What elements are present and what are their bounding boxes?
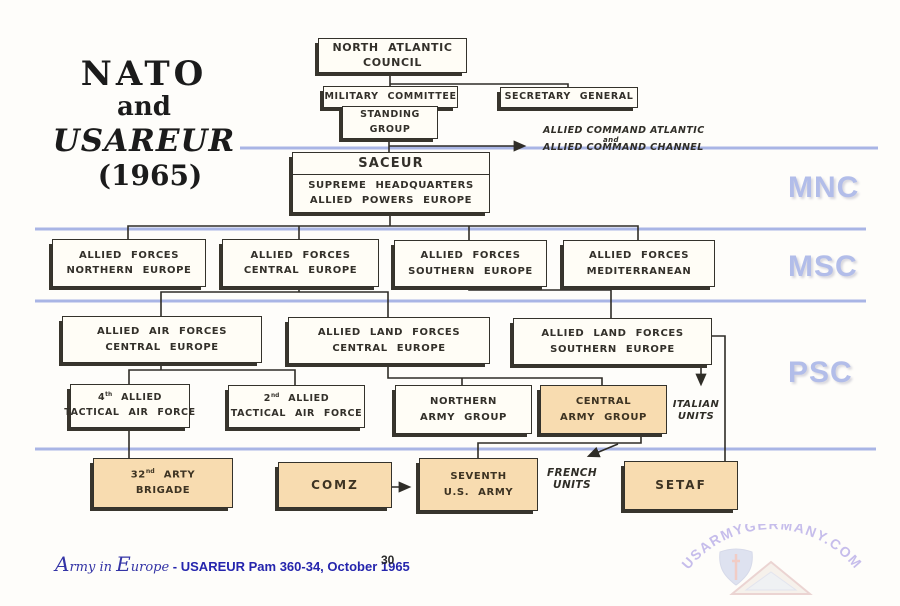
box-2nd-allied-tactical-air-force: 2nd ALLIED TACTICAL AIR FORCE bbox=[228, 385, 365, 428]
box-allied-forces-northern-europe: ALLIED FORCES NORTHERN EUROPE bbox=[52, 239, 206, 287]
box-saceur: SACEUR SUPREME HEADQUARTERS ALLIED POWER… bbox=[292, 152, 490, 213]
annotation-allied-command: ALLIED COMMAND ATLANTIC and ALLIED COMMA… bbox=[543, 125, 705, 154]
box-32nd-arty-brigade: 32nd ARTY BRIGADE bbox=[93, 458, 233, 508]
seventh-army-triangle-logo bbox=[729, 560, 813, 595]
box-allied-land-forces-central-europe: ALLIED LAND FORCES CENTRAL EUROPE bbox=[288, 317, 490, 364]
ordinal-suffix: th bbox=[105, 392, 113, 399]
box-label: SUPREME HEADQUARTERS bbox=[308, 179, 474, 191]
annotation-french-units: FRENCH UNITS bbox=[544, 467, 600, 491]
level-label-msc: MSC bbox=[788, 250, 858, 283]
footer-europe-capital: E bbox=[116, 552, 131, 576]
ordinal-number: 4 bbox=[97, 392, 106, 404]
box-label: GROUP bbox=[369, 123, 411, 135]
annotation-line: FRENCH bbox=[546, 467, 598, 479]
footer-pam-reference: - USAREUR Pam 360-34, October 1965 bbox=[169, 559, 410, 574]
box-label: 4th ALLIED bbox=[98, 391, 162, 406]
box-label-text: ALLIED bbox=[279, 392, 330, 404]
box-allied-forces-mediterranean: ALLIED FORCES MEDITERRANEAN bbox=[563, 240, 715, 287]
box-label: TACTICAL AIR FORCE bbox=[230, 407, 363, 419]
annotation-line: and bbox=[603, 135, 619, 144]
footer-europe-rest: urope bbox=[130, 560, 170, 575]
title-usareur: USAREUR bbox=[52, 123, 236, 160]
box-label: SECRETARY GENERAL bbox=[504, 91, 634, 103]
box-label-text: ARTY bbox=[154, 469, 196, 481]
box-label: MILITARY COMMITTEE bbox=[324, 90, 457, 102]
box-label: ALLIED FORCES bbox=[78, 249, 180, 261]
footer-citation: Army in Europe - USAREUR Pam 360-34, Oct… bbox=[55, 552, 410, 576]
footer-army-rest: rmy in bbox=[69, 560, 117, 575]
annotation-line: ALLIED COMMAND CHANNEL bbox=[543, 141, 704, 153]
box-label: CENTRAL EUROPE bbox=[105, 341, 219, 353]
box-allied-air-forces-central-europe: ALLIED AIR FORCES CENTRAL EUROPE bbox=[62, 316, 262, 363]
box-allied-forces-central-europe: ALLIED FORCES CENTRAL EUROPE bbox=[222, 239, 379, 287]
box-label: 2nd ALLIED bbox=[264, 392, 330, 407]
box-label-text: ALLIED bbox=[112, 392, 163, 404]
box-label: ALLIED FORCES bbox=[588, 250, 690, 261]
box-label: COUNCIL bbox=[363, 55, 422, 69]
box-north-atlantic-council: NORTH ATLANTIC COUNCIL bbox=[318, 38, 467, 73]
box-label: CENTRAL EUROPE bbox=[332, 342, 446, 354]
box-label: NORTHERN EUROPE bbox=[66, 265, 192, 276]
box-label: ARMY GROUP bbox=[560, 411, 647, 423]
box-standing-group: STANDING GROUP bbox=[342, 106, 438, 139]
watermark: USARMYGERMANY.COM bbox=[678, 524, 864, 595]
ordinal-suffix: nd bbox=[270, 392, 280, 399]
box-central-army-group: CENTRAL ARMY GROUP bbox=[540, 385, 667, 434]
box-label: NORTHERN bbox=[429, 396, 497, 407]
box-label: ALLIED LAND FORCES bbox=[317, 327, 461, 338]
box-label: TACTICAL AIR FORCE bbox=[64, 407, 196, 419]
box-label: SACEUR bbox=[293, 153, 489, 175]
box-label: SOUTHERN EUROPE bbox=[408, 265, 533, 277]
annotation-line: UNITS bbox=[677, 410, 715, 422]
box-label: SOUTHERN EUROPE bbox=[550, 343, 675, 355]
box-label: SEVENTH bbox=[450, 471, 507, 482]
box-military-committee: MILITARY COMMITTEE bbox=[323, 86, 458, 108]
usareur-shield-logo bbox=[719, 548, 753, 586]
box-comz: COMZ bbox=[278, 462, 392, 508]
box-seventh-us-army: SEVENTH U.S. ARMY bbox=[419, 458, 538, 511]
box-label: CENTRAL bbox=[575, 396, 632, 407]
box-label: ALLIED FORCES bbox=[250, 249, 351, 261]
box-label: MEDITERRANEAN bbox=[586, 265, 692, 277]
page-number: 30 bbox=[381, 553, 395, 567]
box-label: COMZ bbox=[311, 477, 359, 492]
annotation-line: ALLIED COMMAND ATLANTIC bbox=[543, 125, 705, 136]
annotation-line: ITALIAN bbox=[672, 399, 720, 410]
box-label: CENTRAL EUROPE bbox=[243, 265, 358, 276]
box-northern-army-group: NORTHERN ARMY GROUP bbox=[395, 385, 532, 434]
ordinal-number: 2 bbox=[263, 392, 271, 404]
box-label: SETAF bbox=[655, 478, 707, 493]
annotation-italian-units: ITALIAN UNITS bbox=[668, 399, 724, 422]
box-4th-allied-tactical-air-force: 4th ALLIED TACTICAL AIR FORCE bbox=[64, 384, 195, 428]
annotation-line: UNITS bbox=[553, 479, 591, 492]
title-year: (1965) bbox=[97, 159, 203, 193]
box-label: ALLIED AIR FORCES bbox=[96, 326, 228, 337]
section-divider-lines bbox=[35, 146, 878, 451]
box-label: ALLIED FORCES bbox=[420, 250, 521, 261]
level-label-psc: PSC bbox=[788, 356, 853, 389]
box-secretary-general: SECRETARY GENERAL bbox=[500, 87, 638, 108]
box-allied-land-forces-southern-europe: ALLIED LAND FORCES SOUTHERN EUROPE bbox=[513, 318, 712, 365]
box-label: 32nd ARTY bbox=[131, 467, 196, 483]
box-label: STANDING bbox=[360, 109, 420, 121]
footer-army-capital: A bbox=[55, 552, 70, 576]
box-label: ARMY GROUP bbox=[420, 411, 507, 423]
slide-title: NATO and USAREUR (1965) bbox=[38, 54, 250, 193]
title-and: and bbox=[117, 92, 171, 123]
title-nato: NATO bbox=[80, 54, 208, 94]
box-allied-forces-southern-europe: ALLIED FORCES SOUTHERN EUROPE bbox=[394, 240, 547, 287]
ordinal-suffix: nd bbox=[145, 468, 155, 476]
ordinal-number: 32 bbox=[130, 469, 146, 481]
box-label: ALLIED LAND FORCES bbox=[541, 328, 684, 339]
org-connectors bbox=[127, 71, 726, 493]
box-label: BRIGADE bbox=[135, 485, 191, 497]
box-setaf: SETAF bbox=[624, 461, 738, 510]
box-label: U.S. ARMY bbox=[443, 486, 514, 498]
box-label: ALLIED POWERS EUROPE bbox=[309, 195, 473, 207]
level-label-mnc: MNC bbox=[788, 171, 860, 204]
box-label: NORTH ATLANTIC bbox=[332, 41, 453, 55]
